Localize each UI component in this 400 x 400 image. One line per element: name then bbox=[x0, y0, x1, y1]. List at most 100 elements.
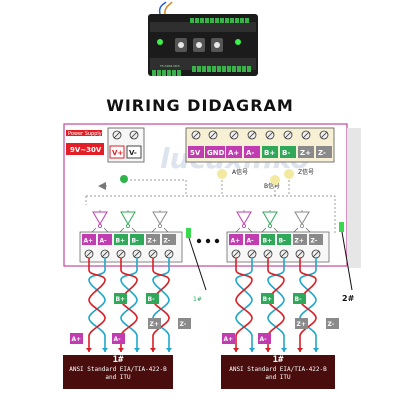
channel-terminal-2 bbox=[114, 234, 128, 245]
photo-terminal bbox=[177, 70, 181, 76]
channel-terminal-label: Z+ bbox=[148, 238, 157, 245]
frame-shadow bbox=[347, 128, 361, 268]
channel2-led bbox=[339, 222, 344, 232]
photo-terminal bbox=[192, 66, 196, 72]
photo-terminal bbox=[225, 18, 229, 23]
pair-tag-4 bbox=[295, 318, 308, 329]
channel-terminal-label: A+ bbox=[84, 238, 94, 245]
photo-terminal bbox=[220, 18, 224, 23]
pair-tag-4 bbox=[148, 318, 161, 329]
pair-tags: A+A-B+B-Z+Z-A+A-B+B-Z+Z- bbox=[70, 293, 339, 344]
diagram-title: WIRING DIDAGRAM bbox=[106, 96, 294, 115]
channel-terminal-5 bbox=[162, 234, 176, 245]
photo-terminal bbox=[200, 18, 204, 23]
callout-line-1 bbox=[188, 237, 207, 291]
internal-routing bbox=[85, 179, 336, 235]
top-terminal-2 bbox=[226, 146, 242, 158]
ansi-box-2-number: 1# bbox=[272, 355, 284, 365]
top-terminal-label: GND bbox=[207, 149, 225, 157]
pair-tag-label: B+ bbox=[263, 296, 273, 303]
ansi-box-1-line1: ANSI Standard EIA/TIA-422-B bbox=[69, 366, 167, 373]
pair-tag-0 bbox=[222, 333, 235, 344]
channel-terminal-0 bbox=[82, 234, 96, 245]
channel-terminal-4 bbox=[146, 234, 160, 245]
callout-2: 2# bbox=[342, 294, 355, 303]
top-terminal-5 bbox=[280, 146, 296, 158]
signal-dot-a bbox=[217, 169, 227, 179]
photo-terminal bbox=[167, 70, 171, 76]
pair-tag-label: A+ bbox=[224, 336, 234, 343]
top-terminal-label: 5V bbox=[190, 149, 201, 157]
pair-tag-1 bbox=[112, 333, 125, 344]
photo-terminal bbox=[212, 66, 216, 72]
top-terminal-6 bbox=[298, 146, 314, 158]
signal-label-b: B信号 bbox=[264, 182, 280, 190]
photo-terminal bbox=[215, 18, 219, 23]
photo-terminal bbox=[157, 70, 161, 76]
channel-terminal-1 bbox=[245, 234, 259, 245]
channel-terminal-1 bbox=[98, 234, 112, 245]
driver-triangle bbox=[236, 211, 252, 225]
channel-terminal-label: A- bbox=[247, 238, 255, 245]
photo-terminal bbox=[242, 66, 246, 72]
photo-terminal bbox=[205, 18, 209, 23]
callout-1: 1# bbox=[193, 296, 202, 303]
pair-tag-2 bbox=[114, 293, 127, 304]
photo-terminal bbox=[152, 70, 156, 76]
pair-tag-label: Z+ bbox=[297, 321, 306, 328]
photo-terminal bbox=[190, 18, 194, 23]
ansi-box-2-line1: ANSI Standard EIA/TIA-422-B bbox=[229, 366, 327, 373]
photo-terminal bbox=[195, 18, 199, 23]
ansi-box-1: 1# ANSI Standard EIA/TIA-422-B and ITU bbox=[63, 355, 173, 389]
photo-terminal bbox=[222, 66, 226, 72]
channel-terminal-0 bbox=[229, 234, 243, 245]
pair-tag-3 bbox=[146, 293, 159, 304]
channel-terminal-4 bbox=[293, 234, 307, 245]
pair-tag-label: B- bbox=[295, 296, 303, 303]
photo-terminal bbox=[232, 66, 236, 72]
channel-terminal-label: A+ bbox=[231, 238, 241, 245]
photo-terminal bbox=[197, 66, 201, 72]
channel-terminal-label: Z+ bbox=[295, 238, 304, 245]
top-terminal-label: A+ bbox=[228, 149, 239, 157]
channel-terminal-3 bbox=[130, 234, 144, 245]
power-minus: V- bbox=[129, 149, 137, 157]
line-drivers bbox=[89, 211, 313, 235]
photo-terminal bbox=[162, 70, 166, 76]
callout-line-2 bbox=[341, 231, 353, 291]
photo-terminal bbox=[245, 18, 249, 23]
top-terminal-label: Z- bbox=[318, 149, 326, 157]
channel-terminal-label: B+ bbox=[116, 238, 126, 245]
photo-terminal bbox=[237, 66, 241, 72]
driver-triangle bbox=[294, 211, 310, 225]
channel-terminal-3 bbox=[277, 234, 291, 245]
pair-tag-1 bbox=[258, 333, 271, 344]
pair-tag-2 bbox=[261, 293, 274, 304]
top-terminal-1 bbox=[205, 146, 225, 158]
top-terminal-label: B- bbox=[282, 149, 290, 157]
ellipsis-dots bbox=[196, 238, 220, 244]
channel-terminal-5 bbox=[309, 234, 323, 245]
pair-tag-label: Z+ bbox=[150, 321, 159, 328]
photo-terminal bbox=[240, 18, 244, 23]
channel1-led bbox=[186, 228, 191, 238]
channel-terminal-label: B+ bbox=[263, 238, 273, 245]
channel-terminal-label: Z- bbox=[311, 238, 318, 245]
power-plus: V+ bbox=[112, 149, 123, 157]
channel-terminal-label: Z- bbox=[164, 238, 171, 245]
channel-terminal-label: B- bbox=[279, 238, 287, 245]
photo-terminal bbox=[227, 66, 231, 72]
driver-triangle bbox=[152, 211, 168, 225]
power-label: Power Supply bbox=[68, 131, 102, 137]
pair-tag-3 bbox=[293, 293, 306, 304]
signal-dot-b bbox=[270, 175, 280, 185]
driver-triangle bbox=[92, 211, 108, 225]
pair-tag-label: B+ bbox=[116, 296, 126, 303]
pair-tag-label: Z- bbox=[180, 321, 187, 328]
driver-triangle bbox=[120, 211, 136, 225]
photo-terminal bbox=[210, 18, 214, 23]
channel-terminal-label: A- bbox=[100, 238, 108, 245]
photo-terminal bbox=[172, 70, 176, 76]
routing-arrow bbox=[98, 182, 106, 190]
